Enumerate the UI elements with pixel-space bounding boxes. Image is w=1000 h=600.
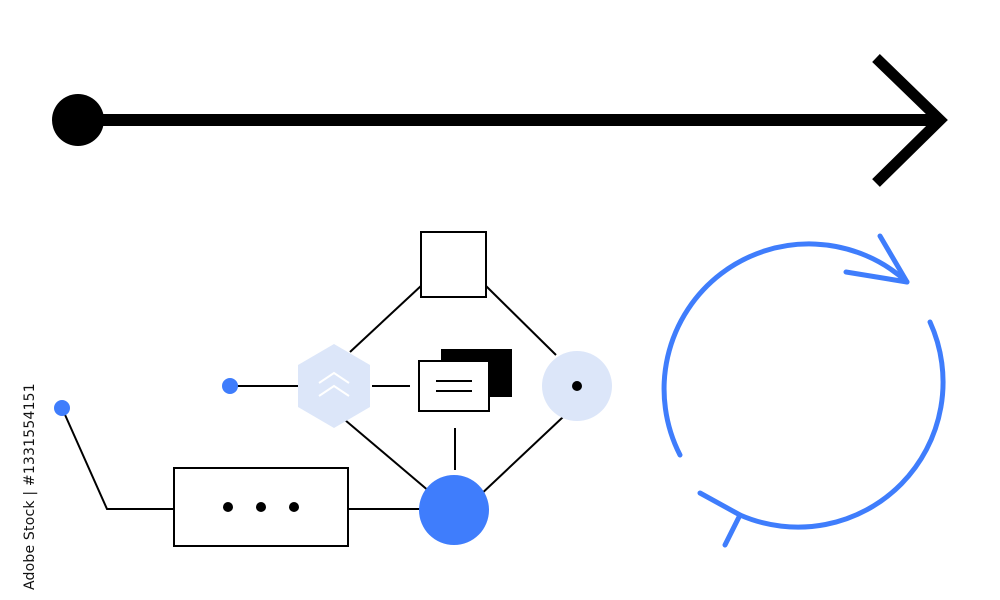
hexagon-chevrons-up-icon xyxy=(298,344,370,428)
timeline-arrow-icon xyxy=(52,54,948,187)
network-connectors xyxy=(61,284,564,510)
target-circle-node xyxy=(542,351,612,421)
timeline-start-dot xyxy=(52,94,104,146)
stacked-documents-icon xyxy=(418,349,512,412)
blue-hub-node xyxy=(419,475,489,545)
ellipsis-icon xyxy=(173,467,349,547)
endpoint-dot-left xyxy=(54,400,70,416)
stock-id-watermark: Adobe Stock | #1331554151 xyxy=(22,383,38,590)
refresh-cycle-icon xyxy=(661,233,946,548)
arrow-head xyxy=(872,54,948,187)
endpoint-dot-left-mid xyxy=(222,378,238,394)
top-square-node xyxy=(420,231,487,298)
